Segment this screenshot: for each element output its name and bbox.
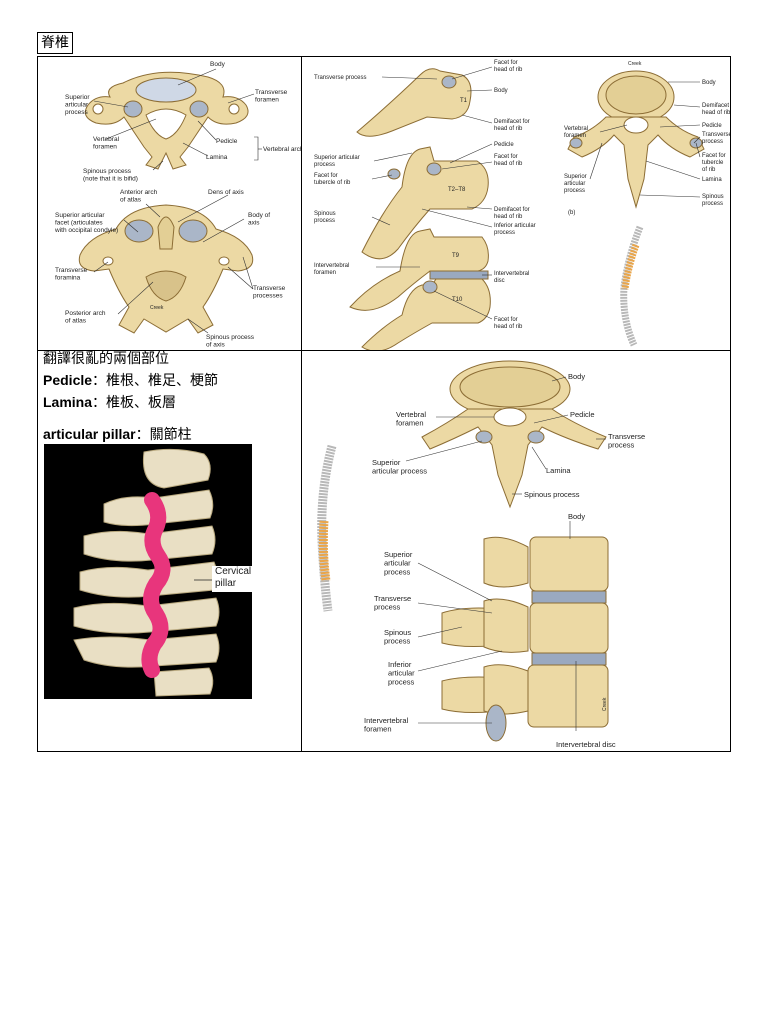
pillar-term: articular pillar [43,426,136,442]
panel-thoracic: T1 T2–T8 T9 T10 Creek [301,56,731,351]
label-lumbar-lamina: Lamina [546,466,571,475]
pillar-translation: ：關節柱 [135,427,192,443]
page-title: 脊椎 [37,32,73,54]
cervical-pillar-illustration [73,448,220,697]
cervical-pillar-photo [44,444,252,699]
label-credit-top: Creek [628,61,642,67]
label-panel-tag-b: (b) [568,210,575,216]
label-transverse-process: Transverse process [314,75,366,81]
label-body: Body [210,61,226,68]
label-dens-of-axis: Dens of axis [208,189,245,196]
label-lumbar-spinous-process: Spinous process [524,490,580,499]
spine-silhouette-small [620,225,644,347]
label-body-side: Body [494,88,508,94]
pedicle-translation: ：椎根、椎足、梗節 [92,373,219,389]
translation-notes: 翻譯很亂的兩個部位 Pedicle：椎根、椎足、梗節 Lamina：椎板、板層 … [43,349,298,446]
label-top-pedicle: Pedicle [702,123,722,129]
label-pedicle-t: Pedicle [494,142,514,148]
t9-t10-vertebra-illustration: T9 T10 [349,228,491,350]
label-credit-lumbar: Creek [602,697,608,711]
spine-silhouette-large [317,444,337,612]
thoracic-diagram: T1 T2–T8 T9 T10 Creek [314,60,731,350]
lumbar-side-view-illustration: Creek [441,536,609,742]
thoracic-top-view-illustration: Creek [567,61,705,209]
label-t1: T1 [460,98,468,104]
label-t10: T10 [452,297,463,303]
notes-heading: 翻譯很亂的兩個部位 [43,351,169,367]
label-lumbar-body-side: Body [568,512,585,521]
lamina-term: Lamina [43,394,93,410]
cervical-vertebra-illustration [84,71,249,170]
pedicle-term: Pedicle [43,372,93,388]
atlas-axis-illustration: Creek [78,204,254,334]
label-lumbar-pedicle: Pedicle [570,410,595,419]
label-top-lamina: Lamina [702,177,722,183]
label-lamina: Lamina [206,154,228,161]
t2-t8-vertebra-illustration: T2–T8 [361,146,489,260]
lumbar-top-view-illustration [421,360,607,509]
cervical-pillar-label: Cervical pillar [215,566,252,589]
svg-text:Creek: Creek [150,305,164,311]
label-t2-t8: T2–T8 [448,187,466,193]
label-pedicle: Pedicle [216,138,238,145]
lamina-translation: ：椎板、板層 [92,395,177,411]
label-t9: T9 [452,253,460,259]
t1-vertebra-illustration: T1 [356,68,472,137]
label-lumbar-intervertebral-disc: Intervertebral disc [556,740,616,749]
label-lumbar-body-top: Body [568,372,585,381]
label-spinous-process-bifid: Spinous process(note that it is bifid) [83,168,138,182]
label-vertebral-arch: Vertebral arch [263,146,302,153]
cervical-pillar-label-bg [212,566,256,592]
label-top-body: Body [702,80,716,86]
